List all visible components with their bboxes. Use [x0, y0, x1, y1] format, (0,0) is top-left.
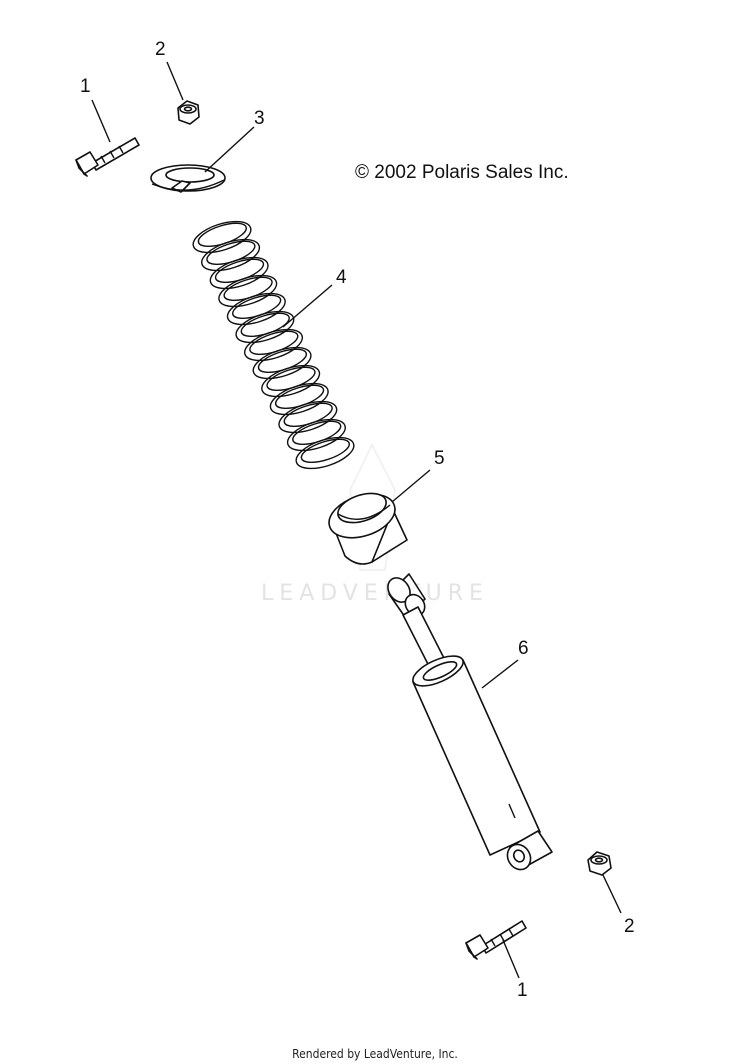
- callout-washer: 3: [254, 108, 265, 129]
- spring-coil-ring: [295, 436, 355, 470]
- footer-text: Rendered by LeadVenture, Inc.: [292, 1047, 458, 1061]
- spring-coil-ring: [218, 274, 278, 308]
- callout-bolt-top: 1: [80, 76, 91, 97]
- nut-top[interactable]: [177, 100, 200, 125]
- callout-bump-stop: 5: [434, 448, 445, 469]
- spring-coil-ring: [278, 400, 338, 434]
- watermark-text: LEADVENTURE: [261, 581, 489, 606]
- callout-nut-top: 2: [155, 39, 166, 60]
- spring-coil-ring: [286, 418, 346, 452]
- leader-shock: [481, 659, 519, 689]
- leader-bolt-bottom: [502, 939, 520, 979]
- leader-bump-stop: [391, 469, 431, 503]
- callout-nut-bottom: 2: [624, 916, 635, 937]
- callout-spring: 4: [336, 267, 347, 288]
- coil-spring[interactable]: [189, 215, 357, 474]
- leader-nut-bottom: [602, 874, 622, 914]
- bolt-bottom[interactable]: [465, 920, 527, 960]
- leader-bolt-top: [91, 99, 111, 143]
- spring-coil-ring: [201, 238, 261, 272]
- nut-bottom[interactable]: [587, 851, 612, 876]
- watermark-logo: [348, 442, 397, 571]
- bolt-top[interactable]: [75, 137, 140, 177]
- spring-coil-inner-ring: [300, 438, 350, 464]
- shock-absorber[interactable]: [383, 573, 553, 874]
- spring-coil-ring: [252, 346, 312, 380]
- leader-spring: [282, 284, 333, 328]
- spring-coil-ring: [261, 364, 321, 398]
- bump-stop[interactable]: [323, 486, 408, 565]
- spring-coil-ring: [226, 292, 286, 326]
- callout-bolt-bottom: 1: [517, 980, 528, 1001]
- spring-coil-ring: [209, 256, 269, 290]
- leader-washer: [204, 126, 255, 173]
- spring-washer[interactable]: [150, 164, 226, 193]
- copyright-text: © 2002 Polaris Sales Inc.: [355, 162, 569, 183]
- spring-coil-ring: [243, 328, 304, 362]
- leader-nut-top: [166, 61, 184, 101]
- spring-coil-ring: [235, 310, 295, 344]
- spring-coil-ring: [192, 220, 252, 254]
- callout-shock: 6: [518, 638, 529, 659]
- spring-coil-ring: [269, 382, 329, 416]
